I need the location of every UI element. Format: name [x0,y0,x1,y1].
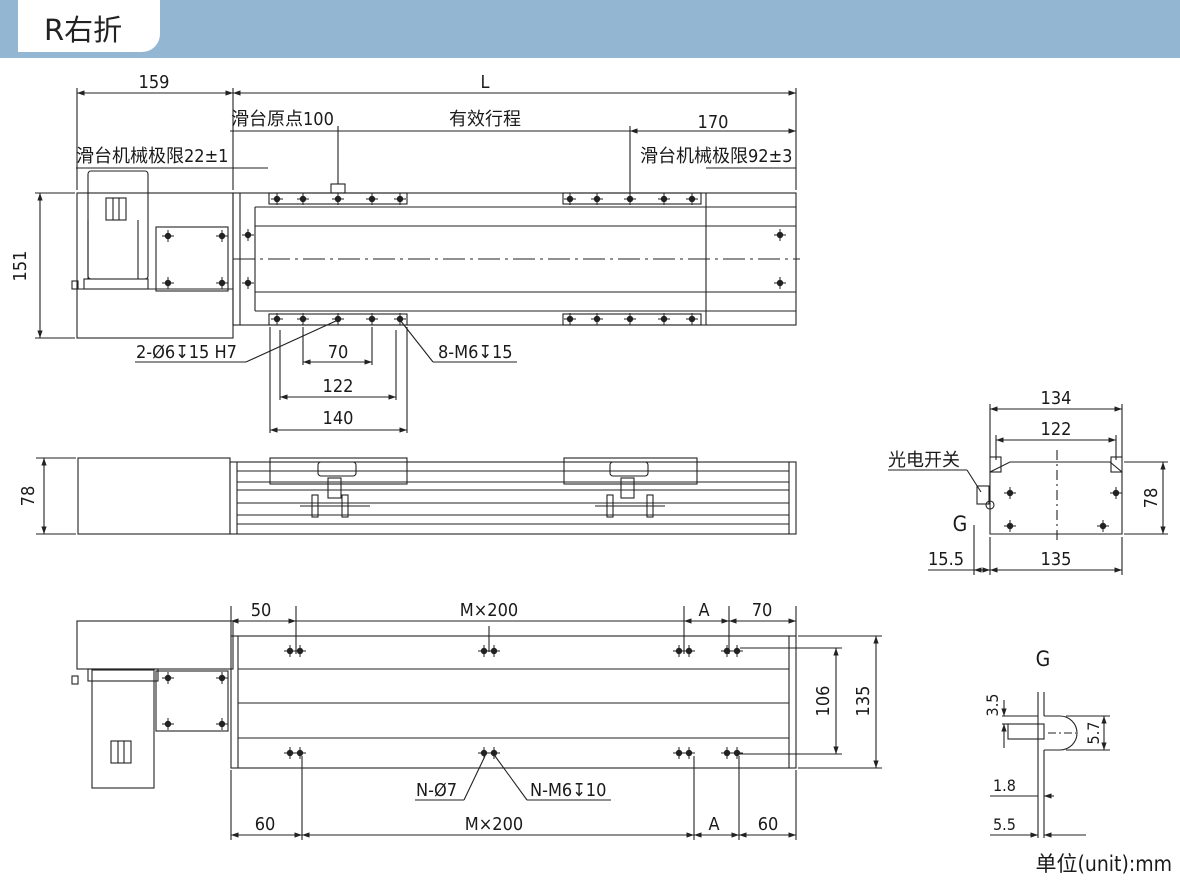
dim-122-end: 122 [1041,419,1072,440]
dim-135-end: 135 [1041,549,1072,570]
dim-70-bottom: 70 [752,600,773,621]
dim-L: L [480,72,489,93]
dim-134: 134 [1041,388,1072,409]
note-tap-bottom: N-M6↧10 [530,780,606,801]
dim-5-5: 5.5 [993,815,1016,834]
drawing-title: R右折 [44,13,123,47]
dim-170: 170 [698,112,729,133]
top-view-dimensions [35,88,797,433]
dim-A-bottom: A [708,814,719,835]
dim-151: 151 [10,251,31,282]
label-G-end: G [953,512,968,536]
dim-origin: 滑台原点100 [231,109,334,130]
dim-A-top: A [698,600,709,621]
dim-1-8: 1.8 [993,776,1016,795]
dim-60-right: 60 [758,814,779,835]
dim-78-end: 78 [1141,488,1162,509]
unit-label: 单位(unit):mm [1035,852,1172,876]
dim-70-top: 70 [328,342,349,363]
title-tab: R右折 [18,0,160,52]
dim-limit-right: 滑台机械极限92±3 [640,146,792,167]
dim-5-7: 5.7 [1084,722,1103,745]
top-view [71,170,800,339]
bottom-view [71,606,882,840]
motor-block-top [76,192,234,339]
note-tap: 8-M6↧15 [438,342,513,363]
dim-limit-left: 滑台机械极限22±1 [76,146,228,167]
dim-106: 106 [813,686,834,717]
dim-122-top: 122 [323,376,354,397]
dim-stroke: 有效行程 [449,109,521,130]
header-band [0,0,1180,58]
dim-Mx200-top: M×200 [460,600,518,621]
dim-78-side: 78 [18,486,39,507]
detail-g [990,692,1110,838]
dim-Mx200-bottom: M×200 [465,814,523,835]
side-view [36,457,797,535]
dim-60-left: 60 [255,814,276,835]
dim-140: 140 [323,408,354,429]
dim-15-5: 15.5 [928,549,964,570]
dim-159: 159 [139,72,170,93]
note-hole: N-Ø7 [416,780,457,801]
detail-g-title: G [1036,647,1051,671]
end-view [888,404,1168,575]
dim-135-bottom: 135 [853,686,874,717]
sensor-label: 光电开关 [888,450,960,471]
dim-3-5: 3.5 [983,694,1002,717]
dim-50: 50 [251,600,272,621]
note-pin: 2-Ø6↧15 H7 [136,342,237,363]
